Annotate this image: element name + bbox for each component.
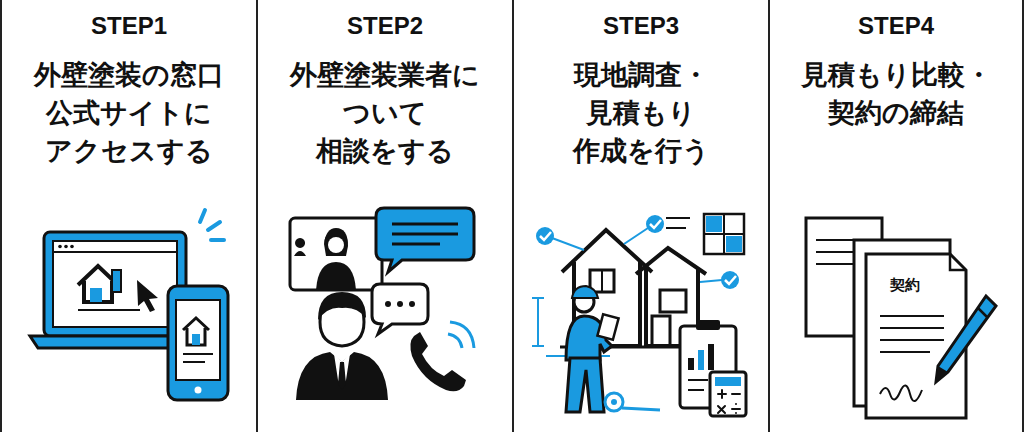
step-panel: STEP3 現地調査・ 見積もり 作成を行う	[514, 0, 768, 170]
surveyor-figure	[566, 286, 660, 412]
report-clipboard	[680, 320, 746, 416]
step-title: 現地調査・ 見積もり 作成を行う	[539, 56, 744, 170]
step-title: 外壁塗装業者に ついて 相談をする	[283, 56, 488, 170]
step-title: 見積もり比較・ 契約の締結	[794, 56, 999, 132]
video-call-frame	[290, 218, 382, 290]
step-number: STEP1	[2, 12, 256, 40]
document-label: 契約	[888, 276, 922, 294]
step-panel: STEP4 見積もり比較・ 契約の締結	[770, 0, 1022, 132]
smartphone-icon	[168, 286, 228, 400]
contract-documents	[806, 218, 966, 418]
step-number: STEP3	[514, 12, 768, 40]
step-panel: STEP2 外壁塗装業者に ついて 相談をする	[258, 0, 512, 170]
step-number: STEP2	[258, 12, 512, 40]
check-callouts	[536, 214, 744, 289]
attention-rays	[200, 210, 224, 240]
step-number: STEP4	[770, 12, 1022, 40]
pen-icon	[936, 296, 996, 382]
step-title: 外壁塗装の窓口 公式サイトに アクセスする	[27, 56, 232, 170]
step-panel: STEP1 外壁塗装の窓口 公式サイトに アクセスする	[2, 0, 256, 170]
speech-bubble	[372, 208, 474, 334]
businessman-icon	[296, 292, 388, 400]
phone-handset-icon	[410, 322, 474, 391]
